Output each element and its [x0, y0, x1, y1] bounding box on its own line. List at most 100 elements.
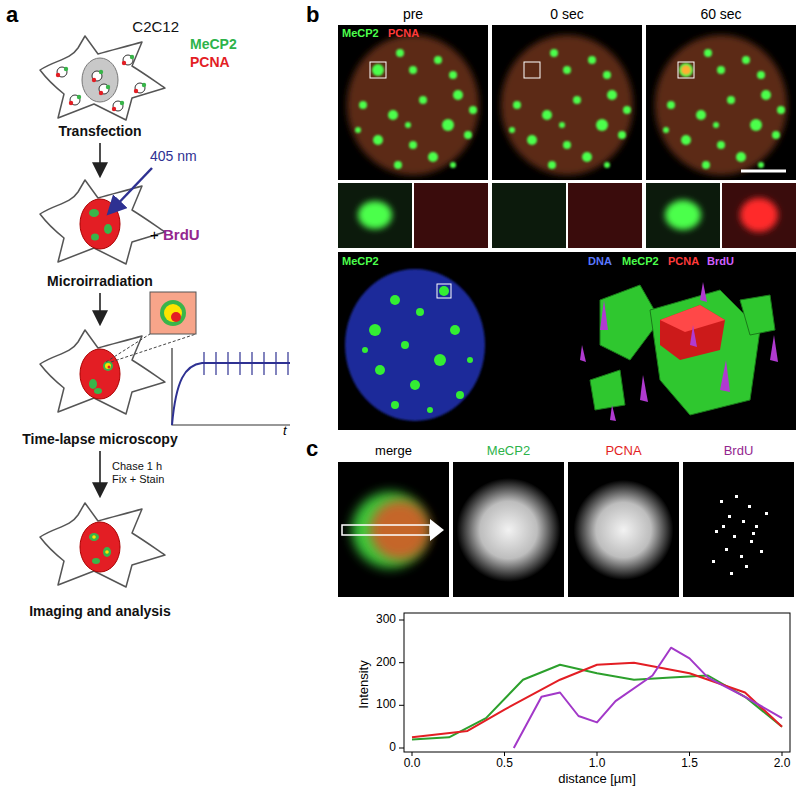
illustration-circle	[171, 312, 181, 322]
axis-tick: 1.5	[681, 757, 698, 771]
illustration-circle	[99, 70, 103, 74]
illustration-rect	[338, 462, 449, 597]
illustration-ellipse	[94, 388, 102, 394]
illustration-rect	[725, 548, 728, 551]
illustration-polygon	[600, 300, 608, 330]
illustration-ellipse	[89, 379, 97, 389]
illustration-polygon	[700, 282, 707, 302]
channel-name: BrdU	[724, 444, 754, 459]
illustration-polygon	[770, 335, 778, 362]
illustration-ellipse	[80, 349, 120, 399]
illustration-line	[782, 752, 783, 756]
illustration-ellipse	[358, 201, 392, 229]
illustration-g	[580, 282, 778, 421]
illustration-rect	[722, 183, 796, 248]
illustration-use	[40, 36, 165, 120]
illustration-circle	[160, 300, 186, 326]
illustration-circle	[64, 67, 68, 71]
illustration-use	[40, 503, 165, 587]
illustration-rect	[453, 462, 564, 597]
channel-name: MeCP2	[487, 444, 530, 459]
illustration-line	[399, 748, 404, 749]
channel-name: MeCP2	[342, 27, 379, 40]
illustration-circle	[439, 286, 449, 296]
step-label: Imaging and analysis	[6, 603, 194, 620]
illustration-line	[741, 170, 786, 173]
illustration-line	[399, 662, 404, 663]
illustration-g	[492, 183, 642, 248]
illustration-g	[399, 620, 782, 756]
illustration-polygon	[580, 345, 586, 362]
illustration-circle	[103, 361, 113, 371]
illustration-ellipse	[82, 58, 118, 102]
illustration-g	[492, 25, 642, 180]
illustration-ellipse	[665, 200, 701, 230]
illustration-line	[399, 620, 404, 621]
illustration-polygon	[740, 295, 775, 335]
flow-arrow	[99, 143, 101, 175]
illustration-line	[239, 352, 240, 375]
illustration-rect	[338, 25, 488, 180]
illustration-path	[172, 363, 290, 425]
illustration-circle	[370, 500, 430, 560]
illustration-use	[355, 49, 477, 169]
illustration-circle	[134, 89, 138, 93]
illustration-rect	[342, 525, 430, 535]
illustration-line	[227, 352, 228, 375]
illustration-circle	[457, 478, 561, 582]
flow-arrow	[99, 293, 101, 323]
process-step: C2C12Transfection	[21, 18, 179, 140]
illustration-line	[263, 352, 264, 375]
illustration-line	[689, 752, 690, 756]
illustration-circle	[681, 65, 691, 75]
illustration-ellipse	[89, 533, 99, 541]
channel-name: PCNA	[190, 54, 230, 70]
plus-sign: +	[150, 226, 159, 243]
illustration-circle	[120, 101, 124, 105]
illustration-ellipse	[347, 35, 479, 175]
arrow-label: Chase 1 h Fix + Stain	[112, 460, 174, 486]
illustration-use	[509, 49, 631, 169]
illustration-circle	[410, 380, 420, 390]
illustration-line	[275, 352, 276, 375]
illustration-rect	[150, 292, 196, 334]
illustration-circle	[69, 101, 73, 105]
illustration-rect	[745, 565, 748, 568]
axis-tick: 2.0	[774, 757, 791, 771]
illustration-rect	[646, 183, 720, 248]
illustration-circle	[77, 95, 81, 99]
illustration-line	[412, 752, 413, 756]
illustration-ellipse	[501, 35, 633, 175]
illustration-circle	[391, 401, 399, 409]
channel-name: PCNA	[388, 27, 419, 40]
illustration-circle	[427, 407, 433, 413]
illustration-circle	[574, 480, 674, 580]
illustration-rect	[414, 183, 488, 248]
axis-tick: 0	[389, 741, 396, 755]
illustration-g	[204, 352, 288, 375]
illustration-g	[56, 55, 146, 111]
illustration-rect	[338, 252, 796, 430]
illustration-circle	[362, 347, 368, 353]
illustration-rect	[338, 183, 412, 248]
illustration-circle	[416, 308, 424, 316]
illustration-circle	[108, 366, 111, 369]
channel-name: BrdU	[707, 255, 734, 268]
illustration-ellipse	[89, 209, 99, 217]
illustration-polyline	[172, 348, 290, 425]
illustration-circle	[92, 535, 96, 539]
laser-wavelength: 405 nm	[150, 148, 197, 164]
illustration-polygon	[690, 325, 697, 347]
illustration-g	[646, 25, 796, 180]
process-step: Imaging and analysis	[6, 498, 194, 620]
illustration-ellipse	[655, 35, 787, 175]
illustration-polygon	[640, 375, 648, 402]
illustration-rect	[370, 62, 386, 78]
illustration-rect	[715, 530, 718, 533]
illustration-g	[338, 183, 488, 248]
illustration-use	[40, 180, 165, 264]
illustration-line	[203, 352, 204, 375]
channel-name: MeCP2	[190, 36, 237, 52]
time-point: 60 sec	[700, 6, 741, 22]
